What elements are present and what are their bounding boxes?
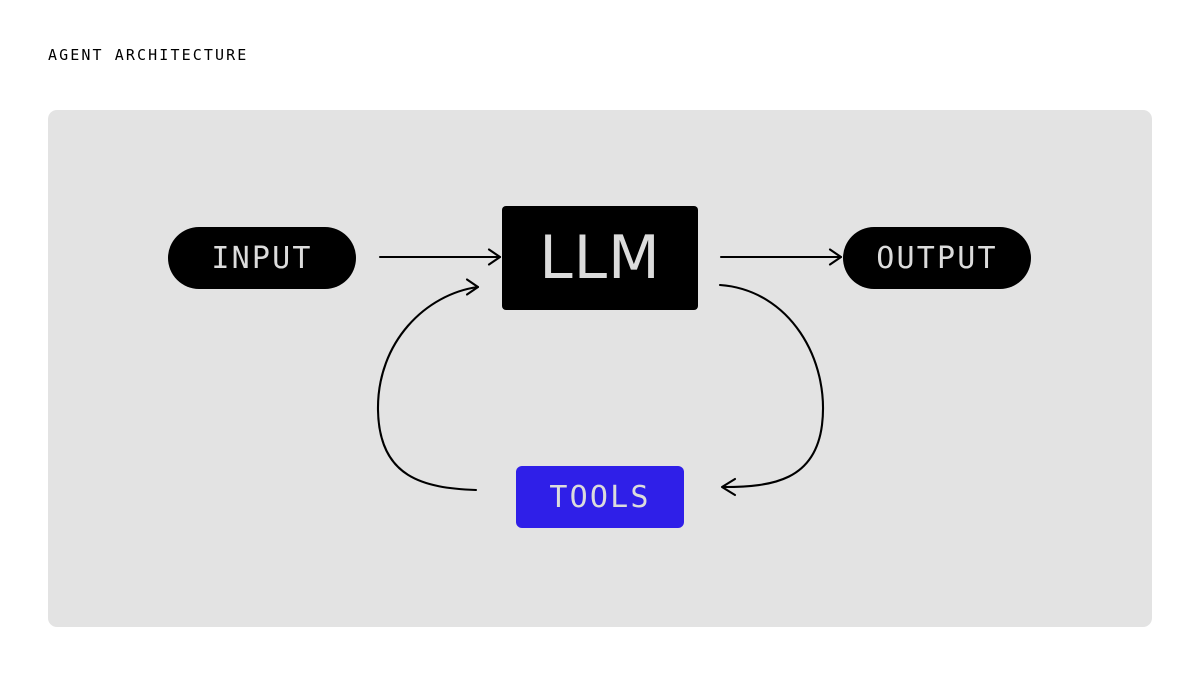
edge-llm-to-tools — [718, 283, 825, 497]
page-title: AGENT ARCHITECTURE — [48, 46, 249, 64]
diagram-canvas: INPUT LLM OUTPUT TOOLS — [48, 110, 1152, 627]
edge-input-to-llm — [378, 248, 502, 266]
node-output[interactable]: OUTPUT — [843, 227, 1031, 289]
node-llm-label: LLM — [539, 223, 661, 293]
node-tools[interactable]: TOOLS — [516, 466, 684, 528]
connector-layer — [376, 248, 843, 497]
node-input[interactable]: INPUT — [168, 227, 356, 289]
edge-llm-to-output — [719, 248, 843, 266]
edge-tools-to-llm — [376, 278, 480, 492]
node-input-label: INPUT — [211, 240, 313, 276]
node-output-label: OUTPUT — [876, 240, 998, 276]
node-tools-label: TOOLS — [549, 479, 651, 515]
diagram-panel: INPUT LLM OUTPUT TOOLS — [48, 110, 1152, 627]
node-llm[interactable]: LLM — [502, 206, 698, 310]
